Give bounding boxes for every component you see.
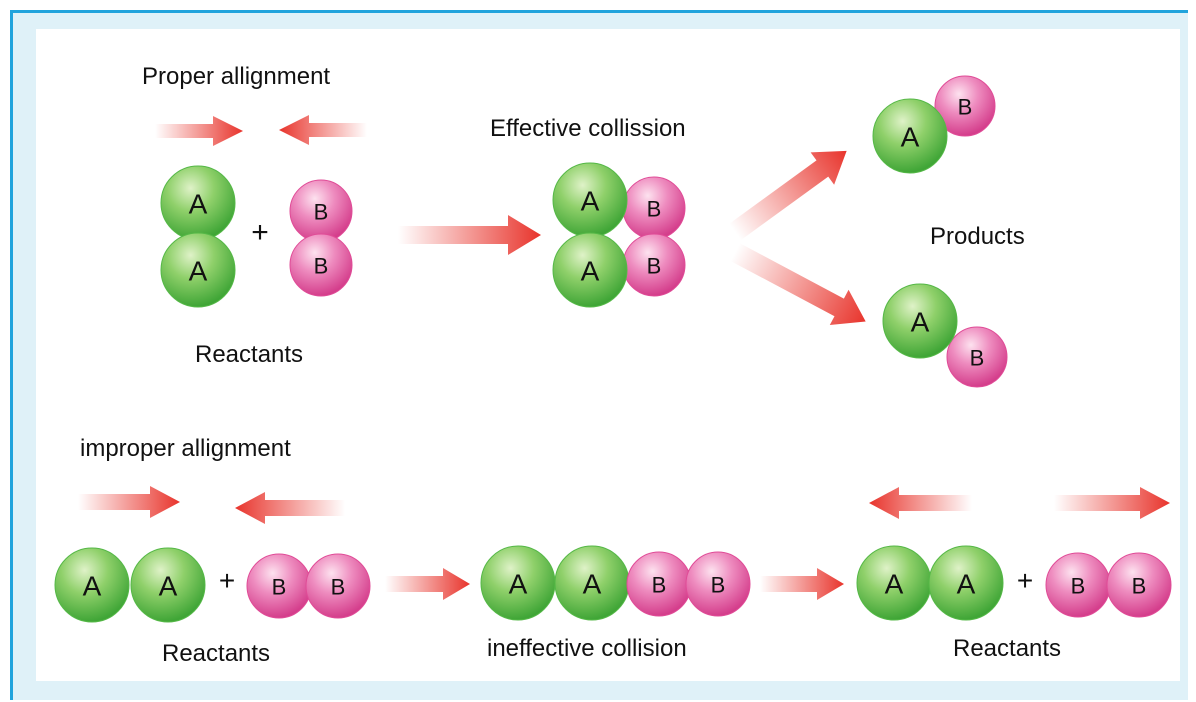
arrow-left-improper [235, 492, 345, 524]
plus-sign-bottom-right: + [1017, 565, 1033, 596]
atom-b-letter: B [711, 573, 726, 598]
atom-a-letter: A [901, 122, 920, 153]
atom-b-letter: B [1132, 574, 1147, 599]
label-effective-collision: Effective collission [490, 115, 686, 142]
atom-a-letter: A [911, 307, 930, 338]
arrow-to-product-upper [729, 150, 847, 241]
label-products: Products [930, 223, 1025, 250]
atom-b-reactant-top-1: B [289, 179, 353, 243]
atom-b-letter: B [958, 95, 973, 120]
atom-b-letter: B [647, 254, 662, 279]
atom-b-letter: B [647, 197, 662, 222]
atom-b-letter: B [314, 254, 329, 279]
atom-b-letter: B [314, 200, 329, 225]
atom-b-collision-2: B [622, 233, 686, 297]
atom-b-improper-left-2: B [305, 553, 371, 619]
atom-b-letter: B [331, 575, 346, 600]
atom-a-letter: A [957, 569, 976, 600]
label-improper-alignment: improper allignment [80, 435, 291, 462]
label-proper-alignment: Proper allignment [142, 63, 330, 90]
atom-b-letter: B [1071, 574, 1086, 599]
atom-b-ineffective-1: B [626, 551, 692, 617]
atom-b-product-1: B [934, 75, 996, 137]
atom-a-letter: A [83, 571, 102, 602]
arrow-reactants-to-ineffective [385, 568, 470, 600]
label-reactants-bottom-left: Reactants [162, 640, 270, 667]
atom-a-improper-left-1: A [54, 547, 130, 623]
atom-b-improper-right-2: B [1106, 552, 1172, 618]
atom-a-letter: A [509, 569, 528, 600]
atom-a-collision-1: A [552, 162, 628, 238]
atom-a-ineffective-2: A [554, 545, 630, 621]
atom-a-collision-2: A [552, 232, 628, 308]
atom-a-letter: A [581, 256, 600, 287]
label-reactants-top: Reactants [195, 341, 303, 368]
atom-b-letter: B [970, 346, 985, 371]
atom-a-improper-right-1: A [856, 545, 932, 621]
arrow-left-proper [279, 115, 367, 145]
atom-a-product-2: A [882, 283, 958, 359]
atom-a-letter: A [583, 569, 602, 600]
arrow-right-proper [155, 116, 243, 146]
atom-a-letter: A [885, 569, 904, 600]
atom-b-product-2: B [946, 326, 1008, 388]
atom-a-letter: A [159, 571, 178, 602]
arrow-ineffective-to-reactants [760, 568, 844, 600]
atom-b-letter: B [652, 573, 667, 598]
atom-a-reactant-top-1: A [160, 165, 236, 241]
atom-b-letter: B [272, 575, 287, 600]
arrow-reactants-to-collision [398, 215, 541, 255]
arrow-left-separate [869, 487, 972, 519]
label-reactants-bottom-right: Reactants [953, 635, 1061, 662]
arrow-to-product-lower [730, 243, 866, 326]
plus-sign-bottom-left: + [219, 565, 235, 596]
atom-a-improper-right-2: A [928, 545, 1004, 621]
atom-a-letter: A [189, 256, 208, 287]
atom-b-improper-left-1: B [246, 553, 312, 619]
atom-a-letter: A [581, 186, 600, 217]
arrow-right-improper [78, 486, 180, 518]
atom-a-reactant-top-2: A [160, 232, 236, 308]
atom-b-ineffective-2: B [685, 551, 751, 617]
atom-b-improper-right-1: B [1045, 552, 1111, 618]
atom-a-product-1: A [872, 98, 948, 174]
plus-sign-top: + [251, 216, 269, 249]
arrow-right-separate [1054, 487, 1170, 519]
atom-b-reactant-top-2: B [289, 233, 353, 297]
atom-a-letter: A [189, 189, 208, 220]
atom-a-ineffective-1: A [480, 545, 556, 621]
label-ineffective-collision: ineffective collision [487, 635, 687, 662]
atom-a-improper-left-2: A [130, 547, 206, 623]
atom-b-collision-1: B [622, 176, 686, 240]
